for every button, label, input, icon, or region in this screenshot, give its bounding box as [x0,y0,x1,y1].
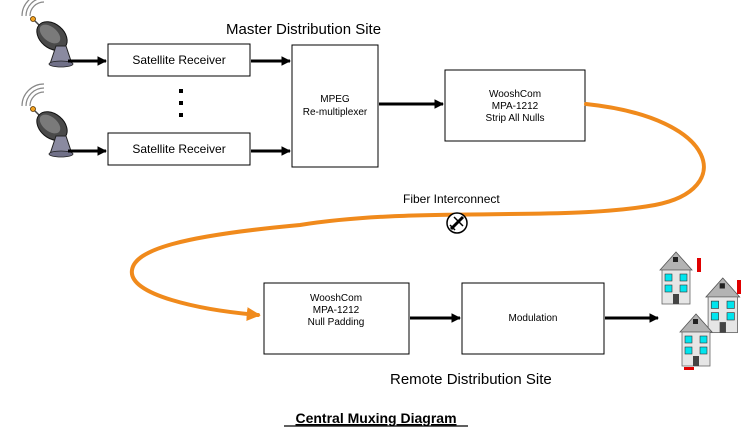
fiber-interconnect-label: Fiber Interconnect [403,192,500,206]
fiber-interconnect-path [129,102,706,322]
diagram-title: Central Muxing Diagram [295,410,456,426]
strip-line-2: MPA-1212 [492,101,539,112]
mpeg-remultiplexer-box: MPEG Re-multiplexer [291,44,379,168]
strip-line-3: Strip All Nulls [486,113,545,124]
satellite-receiver-box: Satellite Receiver [107,132,251,166]
mux-line-2: Re-multiplexer [303,107,368,118]
pad-line-2: MPA-1212 [313,305,360,316]
pad-line-1: WooshCom [310,293,362,304]
ellipsis-dots [179,89,183,117]
satellite-dish-icon [21,0,74,68]
mux-line-1: MPEG [320,94,350,105]
master-site-label: Master Distribution Site [226,21,381,38]
remote-site-label: Remote Distribution Site [390,371,552,388]
houses-icon [659,251,741,370]
satellite-dish-icon [21,83,74,158]
satellite-receiver-label: Satellite Receiver [132,53,225,67]
strip-line-1: WooshCom [489,89,541,100]
modulation-label: Modulation [509,313,558,324]
strip-nulls-box: WooshCom MPA-1212 Strip All Nulls [444,69,586,142]
fiber-connector-icon [446,212,468,234]
modulation-box: Modulation [461,282,605,355]
satellite-receiver-box: Satellite Receiver [107,43,251,77]
null-padding-box: WooshCom MPA-1212 Null Padding [263,282,410,355]
pad-line-3: Null Padding [308,317,365,328]
satellite-receiver-label: Satellite Receiver [132,142,225,156]
